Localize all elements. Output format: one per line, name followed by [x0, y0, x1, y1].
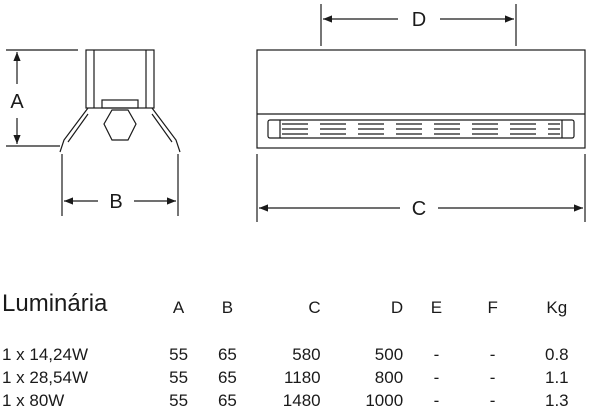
side-view — [59, 49, 181, 153]
dimension-a-label: A — [10, 91, 24, 113]
cell-f: - — [489, 368, 496, 387]
cell-b: 65 — [217, 368, 237, 387]
cell-d: 800 — [374, 368, 404, 387]
cell-kg: 0.8 — [544, 345, 569, 364]
cell-f: - — [489, 391, 496, 410]
front-view — [256, 49, 586, 149]
cell-e: - — [433, 368, 440, 387]
header-a: A — [172, 298, 185, 317]
dimension-c: C — [256, 154, 586, 222]
table-row: 1 x 14,24W 55 65 580 500 - - 0.8 — [0, 322, 590, 366]
cell-d: 500 — [374, 345, 404, 364]
cell-b: 65 — [217, 391, 237, 410]
cell-a: 55 — [169, 345, 189, 364]
cell-b: 65 — [217, 345, 237, 364]
cell-d: 1000 — [365, 391, 404, 410]
dimension-b: B — [61, 154, 179, 216]
dimension-a: A — [6, 49, 78, 147]
cell-model: 1 x 80W — [2, 391, 65, 410]
cell-a: 55 — [169, 391, 189, 410]
header-e: E — [430, 298, 443, 317]
dimension-d-label: D — [412, 9, 426, 31]
cell-c: 580 — [292, 345, 321, 364]
cell-c: 1480 — [282, 391, 321, 410]
cell-c: 1180 — [284, 368, 321, 387]
specification-table: Luminária A B C D E F Kg 1 x 14,24W 55 6… — [0, 282, 590, 412]
header-kg: Kg — [546, 298, 568, 317]
header-f: F — [487, 298, 498, 317]
dimension-d: D — [320, 4, 517, 46]
dimension-b-label: B — [109, 191, 122, 213]
luminaire-drawing: A B D C — [6, 4, 586, 222]
cell-kg: 1.3 — [544, 391, 569, 410]
cell-model: 1 x 28,54W — [2, 368, 88, 387]
table-header-row: Luminária A B C D E F Kg — [0, 282, 590, 322]
cell-f: - — [489, 345, 496, 364]
table-row: 1 x 28,54W 55 65 1180 800 - - 1.1 — [0, 366, 590, 389]
header-b: B — [221, 298, 234, 317]
header-d: D — [390, 298, 404, 317]
cell-e: - — [433, 345, 440, 364]
table-row: 1 x 80W 55 65 1480 1000 - - 1.3 — [0, 389, 590, 412]
cell-model: 1 x 14,24W — [2, 345, 88, 364]
cell-a: 55 — [169, 368, 189, 387]
header-luminaria: Luminária — [2, 290, 108, 317]
dimension-c-label: C — [412, 198, 426, 220]
cell-e: - — [433, 391, 440, 410]
header-c: C — [308, 298, 321, 317]
cell-kg: 1.1 — [544, 368, 569, 387]
